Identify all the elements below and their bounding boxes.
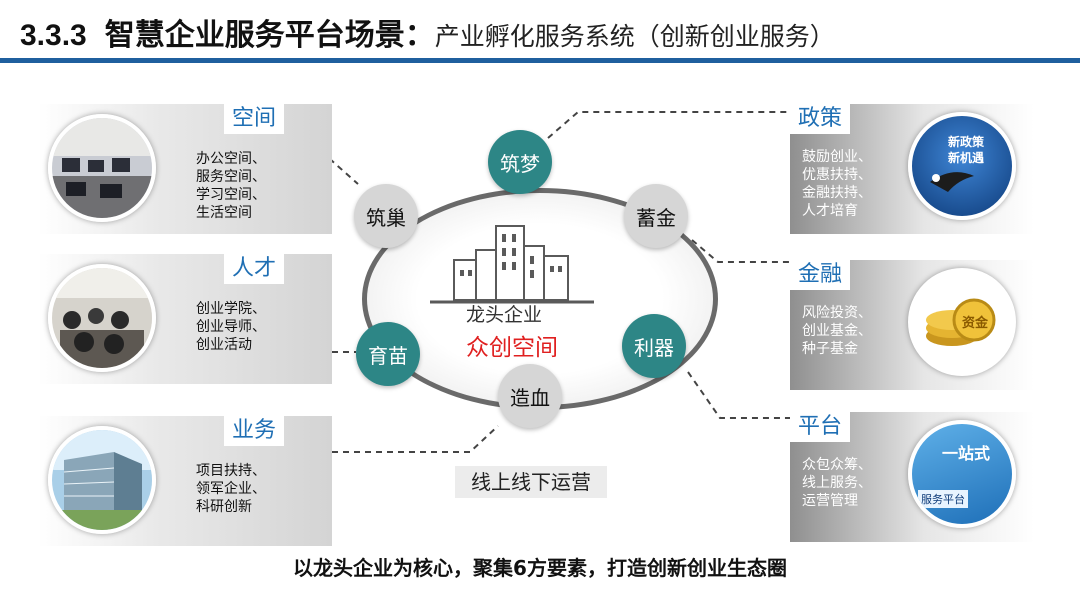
node-nurture: 育苗 [356, 322, 420, 386]
title-underline [0, 58, 1080, 63]
office-photo [48, 114, 156, 222]
center-label-maker-space: 众创空间 [466, 335, 558, 361]
city-buildings-icon [430, 225, 594, 304]
list-item: 金融扶持、 [802, 185, 872, 201]
photo-caption: 资金 [962, 316, 989, 331]
list-item: 生活空间 [196, 205, 252, 221]
list-item: 风险投资、 [802, 305, 872, 321]
list-item: 创业导师、 [196, 319, 266, 335]
node-funds: 蓄金 [624, 184, 688, 248]
photo-caption: 新政策 [948, 135, 985, 149]
panel-items: 风险投资、 创业基金、 种子基金 [802, 304, 872, 358]
list-item: 项目扶持、 [196, 463, 266, 479]
panel-tag: 业务 [223, 416, 284, 446]
list-item: 科研创新 [196, 499, 252, 515]
list-item: 种子基金 [802, 341, 858, 357]
node-blood: 造血 [498, 364, 562, 428]
panel-items: 创业学院、 创业导师、 创业活动 [196, 300, 266, 354]
panel-items: 鼓励创业、 优惠扶持、 金融扶持、 人才培育 [802, 148, 872, 220]
panel-talent: 人才 创业学院、 创业导师、 创业活动 [38, 254, 332, 384]
list-item: 众包众筹、 [802, 457, 872, 473]
node-dream: 筑梦 [488, 130, 552, 194]
panel-tag: 人才 [223, 254, 284, 284]
center-label-leader: 龙头企业 [466, 304, 543, 326]
panel-tag: 政策 [790, 104, 851, 134]
coins-photo: 资金 [908, 268, 1016, 376]
title-sub: 产业孵化服务系统（创新创业服务） [434, 22, 835, 51]
list-item: 办公空间、 [196, 151, 266, 167]
link-finance [691, 239, 792, 263]
panel-policy: 政策 鼓励创业、 优惠扶持、 金融扶持、 人才培育 新政策 新机遇 [790, 104, 1034, 234]
slide-title: 3.3.3 智慧企业服务平台场景： 产业孵化服务系统（创新创业服务） [20, 10, 835, 58]
platform-photo: 一站式 服务平台 [908, 420, 1016, 528]
building-photo [48, 426, 156, 534]
list-item: 学习空间、 [196, 187, 266, 203]
list-item: 优惠扶持、 [802, 167, 872, 183]
list-item: 线上服务、 [802, 475, 872, 491]
panel-tag: 金融 [790, 260, 851, 290]
panel-business: 业务 项目扶持、 领军企业、 科研创新 [38, 416, 332, 546]
node-tools: 利器 [622, 314, 686, 378]
link-policy [547, 111, 792, 139]
eagle-icon [930, 172, 974, 192]
panel-items: 办公空间、 服务空间、 学习空间、 生活空间 [196, 150, 266, 222]
policy-photo: 新政策 新机遇 [908, 112, 1016, 220]
link-business [288, 425, 499, 453]
list-item: 鼓励创业、 [802, 149, 872, 165]
panel-items: 项目扶持、 领军企业、 科研创新 [196, 462, 266, 516]
online-offline-label: 线上线下运营 [455, 466, 607, 498]
list-item: 领军企业、 [196, 481, 266, 497]
list-item: 创业学院、 [196, 301, 266, 317]
list-item: 创业基金、 [802, 323, 872, 339]
title-main: 智慧企业服务平台场景： [104, 18, 435, 53]
section-number: 3.3.3 [20, 19, 87, 52]
panel-finance: 金融 风险投资、 创业基金、 种子基金 资金 [790, 260, 1034, 390]
photo-caption: 新机遇 [948, 151, 985, 165]
list-item: 人才培育 [802, 203, 858, 219]
panel-platform: 平台 众包众筹、 线上服务、 运营管理 一站式 服务平台 [790, 412, 1034, 542]
list-item: 服务空间、 [196, 169, 266, 185]
footer-caption: 以龙头企业为核心，聚集6方要素，打造创新创业生态圈 [293, 556, 787, 580]
panel-space: 空间 办公空间、 服务空间、 学习空间、 生活空间 [38, 104, 332, 234]
classroom-photo [48, 264, 156, 372]
photo-caption: 一站式 [942, 444, 991, 463]
panel-items: 众包众筹、 线上服务、 运营管理 [802, 456, 872, 510]
node-nest: 筑巢 [354, 184, 418, 248]
panel-tag: 平台 [790, 412, 851, 442]
link-platform [687, 371, 792, 419]
panel-tag: 空间 [223, 104, 284, 134]
list-item: 创业活动 [196, 337, 252, 353]
list-item: 运营管理 [802, 493, 858, 509]
coin-icon [952, 298, 996, 342]
photo-caption: 服务平台 [918, 490, 968, 508]
